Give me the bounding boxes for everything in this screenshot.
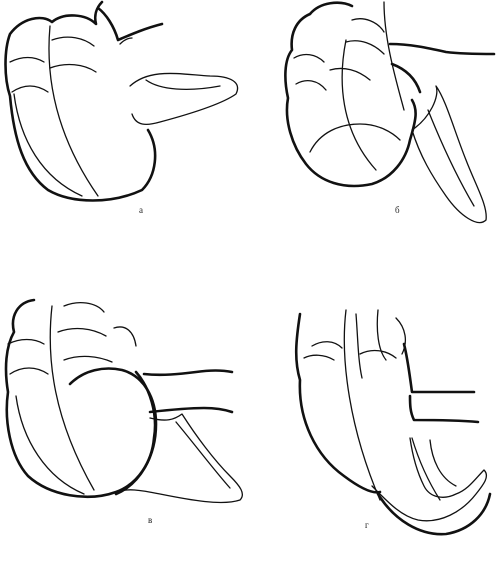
panel-a-drawing (4, 0, 239, 202)
panel-b-drawing (284, 1, 496, 224)
panel-d-drawing (294, 309, 492, 536)
panel-c-taenia (15, 305, 95, 495)
panel-b-cap (309, 123, 401, 153)
panel-a-ileum-lower (119, 37, 133, 45)
panel-c-ileum (142, 369, 234, 414)
panel-b-taenia (329, 1, 405, 171)
panel-a-appendix-inner (145, 79, 221, 90)
panel-c-drawing (4, 298, 244, 504)
panel-a-ileum (96, 6, 164, 42)
panel-a-haustra (9, 36, 97, 93)
panel-b-haustra (293, 18, 385, 91)
panel-label-b: б (395, 205, 400, 215)
panel-label-d: г (365, 520, 369, 530)
panel-a-taenia-outer (13, 93, 83, 197)
panel-d-taenia (303, 309, 381, 501)
panel-d-appendix (371, 437, 488, 522)
panel-label-a: а (139, 205, 143, 215)
panel-label-c: в (148, 515, 153, 525)
panel-a-taenia-inner (48, 25, 99, 197)
panel-d-hook (376, 492, 492, 536)
panel-b-appendix-inner (427, 109, 475, 207)
panel-d-outline (294, 312, 382, 494)
panel-c-appendix-inner (175, 421, 231, 489)
panel-d-ileum (402, 342, 480, 424)
panel-b-appendix (411, 85, 487, 224)
panel-a-outline (4, 0, 157, 202)
panel-c-haustra (7, 301, 137, 375)
panel-b-ileum (388, 42, 496, 94)
panel-d-appendix-inner (411, 437, 457, 501)
panel-d-haustra (311, 309, 407, 361)
panel-c-ball (68, 367, 158, 496)
panel-b-outline (284, 1, 417, 188)
panel-a-appendix (129, 72, 239, 126)
panel-c-appendix (119, 413, 244, 504)
panel-c-outline (4, 298, 157, 499)
